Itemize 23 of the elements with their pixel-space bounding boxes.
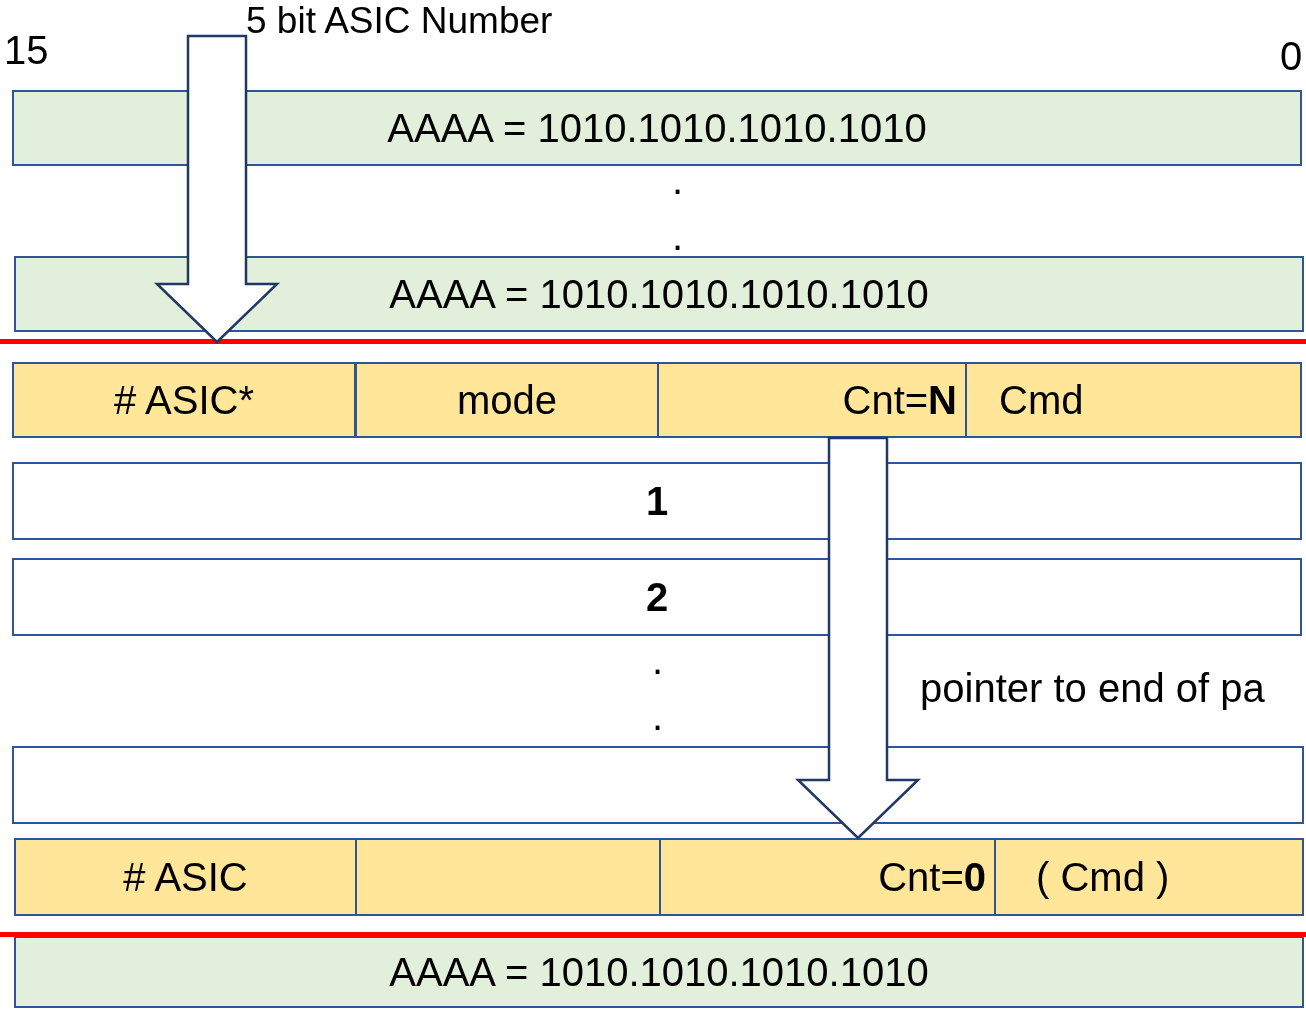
header-field: Cnt=N: [657, 362, 967, 438]
ellipsis-dot: .: [652, 696, 664, 736]
bit-index: 0: [1280, 36, 1303, 76]
data-row: 1: [12, 462, 1302, 540]
data-row: [12, 746, 1304, 824]
ellipsis-dot: .: [652, 640, 664, 680]
header-field: Cnt=0: [659, 838, 996, 916]
annotation-text: pointer to end of pa: [920, 668, 1265, 708]
header-field: mode: [355, 362, 659, 438]
register-row: AAAA = 1010.1010.1010.1010: [12, 90, 1302, 166]
field-label: 5 bit ASIC Number: [246, 0, 616, 40]
ellipsis-dot: .: [672, 216, 684, 256]
header-field: [355, 838, 661, 916]
bit-index: 15: [4, 30, 49, 70]
header-field: ( Cmd ): [994, 838, 1304, 916]
block-arrow: [153, 34, 281, 344]
data-row: 2: [12, 558, 1302, 636]
register-row: AAAA = 1010.1010.1010.1010: [14, 936, 1304, 1008]
header-field: # ASIC*: [12, 362, 356, 438]
header-field: Cmd: [965, 362, 1302, 438]
register-row: AAAA = 1010.1010.1010.1010: [14, 256, 1304, 332]
block-arrow: [794, 436, 922, 840]
header-field: # ASIC: [14, 838, 357, 916]
